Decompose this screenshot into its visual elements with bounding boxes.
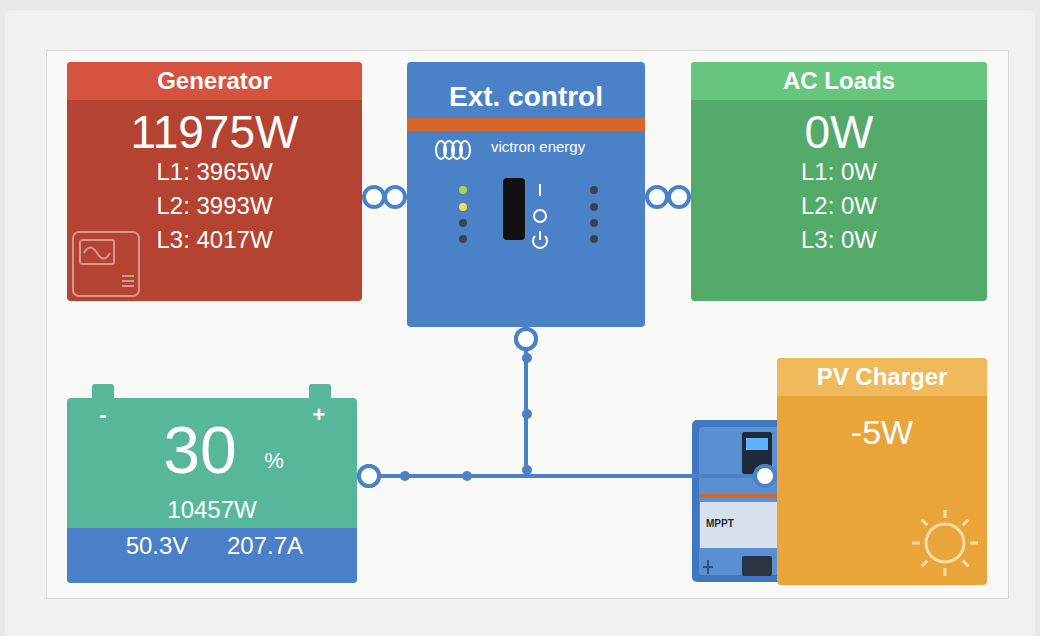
node-value: 0W [805,107,874,158]
node-title: PV Charger [817,364,948,390]
generator-box: Generator 11975WL1: 3965W L2: 3993W L3: 401… [67,62,362,301]
node-value: victron energy [491,139,585,156]
power-connector [526,327,777,476]
panel [47,51,1009,599]
connector-end [669,187,689,207]
node-value: L3: 0W [801,227,877,253]
connector-end [516,329,536,349]
node-value: 30 [163,414,236,487]
connector-end [647,187,667,207]
node-value: 11975W [131,107,299,158]
connector-end [755,466,775,486]
node-value: + [313,403,326,427]
node-value: L2: 0W [801,193,877,219]
sun-icon [912,510,978,576]
power-connector [357,474,777,478]
node-title: Generator [157,68,272,94]
node-title: Ext. control [449,82,603,113]
generator-icon [73,232,139,296]
power-connector [645,195,691,199]
node-value: L3: 4017W [156,227,272,253]
node-value: 10457W [167,497,256,523]
power-connector [357,327,526,476]
node-value: -5W [851,414,913,451]
node-value: 207.7A [227,533,303,559]
node-title: AC Loads [783,68,895,94]
node-value: L1: 0W [801,159,877,185]
color-band [67,528,357,583]
node-value: % [264,449,284,473]
battery-box: - +30% 10457W 50.3V 207.7A [67,398,357,583]
node-value: L2: 3993W [156,193,272,219]
color-band [407,118,645,131]
node-value: 50.3V [126,533,189,559]
inverter-box: Ext. control victron energy [407,62,645,327]
pv-charger-box: PV Charger -5W [777,358,987,585]
connector-end [359,466,379,486]
connector-end [359,466,379,486]
connector-end [516,329,536,349]
connector-end [755,466,775,486]
ac-loads-box: AC Loads 0WL1: 0W L2: 0W L3: 0W [691,62,987,301]
power-connector [362,195,407,199]
node-title: - [99,403,106,427]
connector-end [385,187,405,207]
card [5,10,1035,636]
inverter-panel [436,141,598,248]
device-label: MPPT [706,518,734,529]
node-value: L1: 3965W [156,159,272,185]
connector-end [364,187,384,207]
